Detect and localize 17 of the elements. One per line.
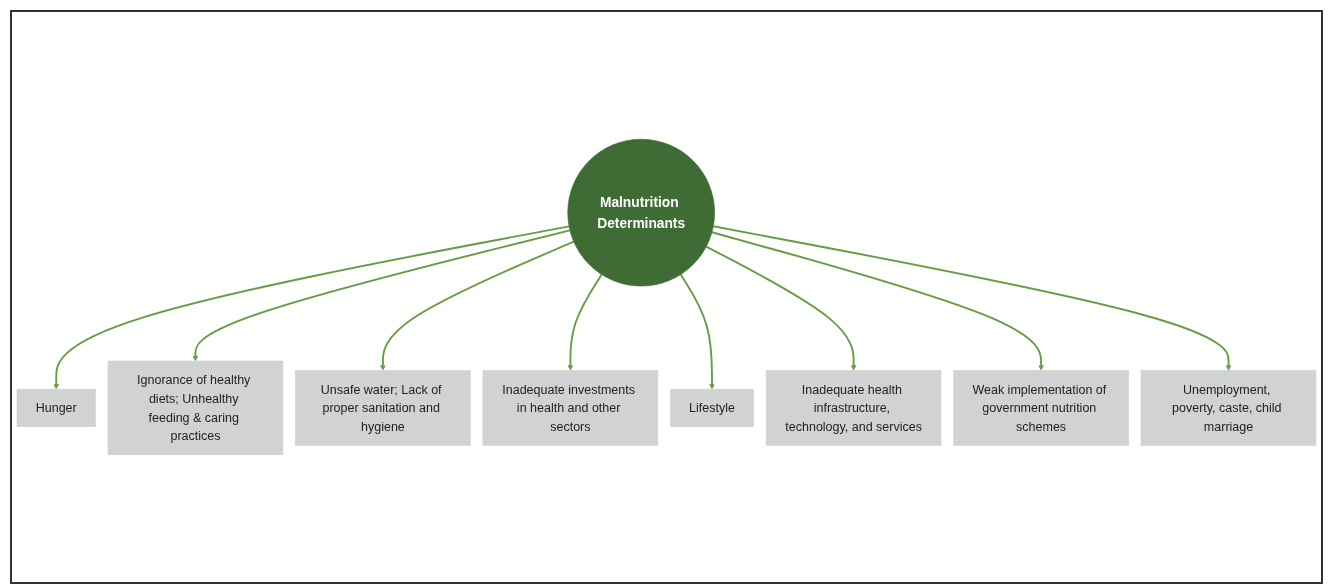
node-box: Lifestyle: [670, 388, 754, 427]
arrow: [53, 225, 570, 390]
arrow: [679, 273, 715, 390]
node-box: Unsafe water; Lack of proper sanitation and hygiene: [295, 370, 471, 446]
arrow: [711, 231, 1044, 371]
node-box: Weak implementation of government nutrition schemes: [953, 370, 1129, 446]
node-circle: Malnutrition Determinants: [567, 138, 715, 287]
arrow: [712, 225, 1232, 371]
arrow: [567, 273, 603, 371]
arrow: [380, 240, 575, 371]
arrow: [192, 229, 571, 362]
node-box: Inadequate health infrastructure, technology, and services: [765, 370, 942, 446]
node-box: Ignorance of healthy diets; Unhealthy feeding & caring practices: [107, 360, 284, 456]
node-box: Inadequate investments in health and other sectors: [482, 370, 659, 446]
node-box: Unemployment, poverty, caste, child marriage: [1140, 370, 1317, 446]
arrow: [705, 245, 857, 371]
node-box: Hunger: [16, 388, 96, 427]
